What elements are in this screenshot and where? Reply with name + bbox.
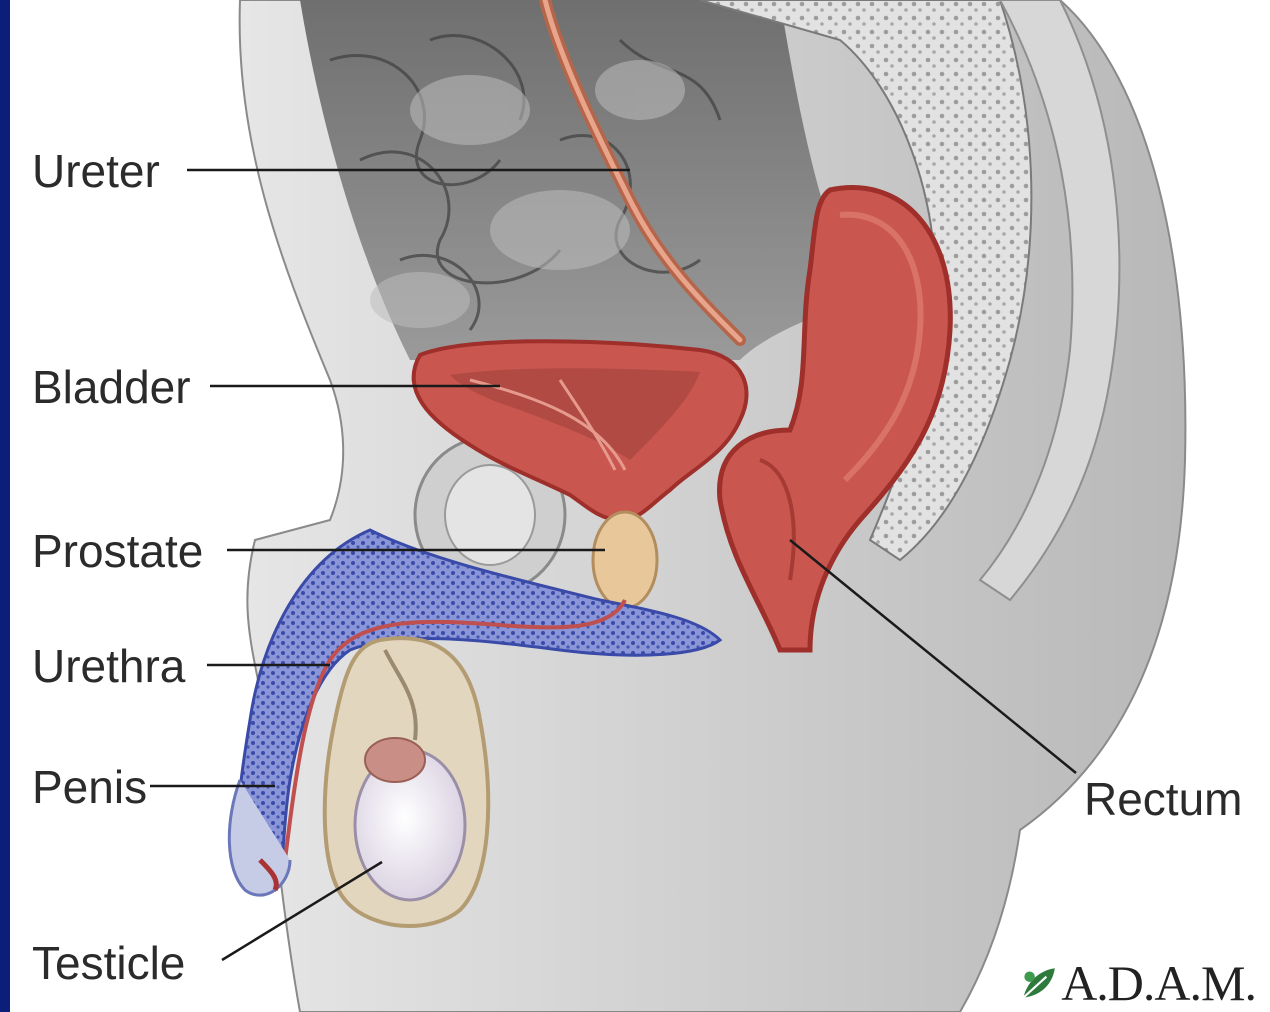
label-ureter: Ureter <box>32 148 160 194</box>
prostate-organ <box>593 512 657 608</box>
label-prostate: Prostate <box>32 528 203 574</box>
frame-strip <box>0 0 10 1012</box>
label-testicle: Testicle <box>32 940 185 986</box>
label-bladder: Bladder <box>32 364 191 410</box>
logo-text: A.D.A.M. <box>1061 958 1256 1008</box>
label-rectum: Rectum <box>1084 776 1242 822</box>
label-penis: Penis <box>32 764 147 810</box>
adam-logo: A.D.A.M. <box>1017 958 1256 1008</box>
label-urethra: Urethra <box>32 643 185 689</box>
leaf-icon <box>1017 962 1059 1004</box>
